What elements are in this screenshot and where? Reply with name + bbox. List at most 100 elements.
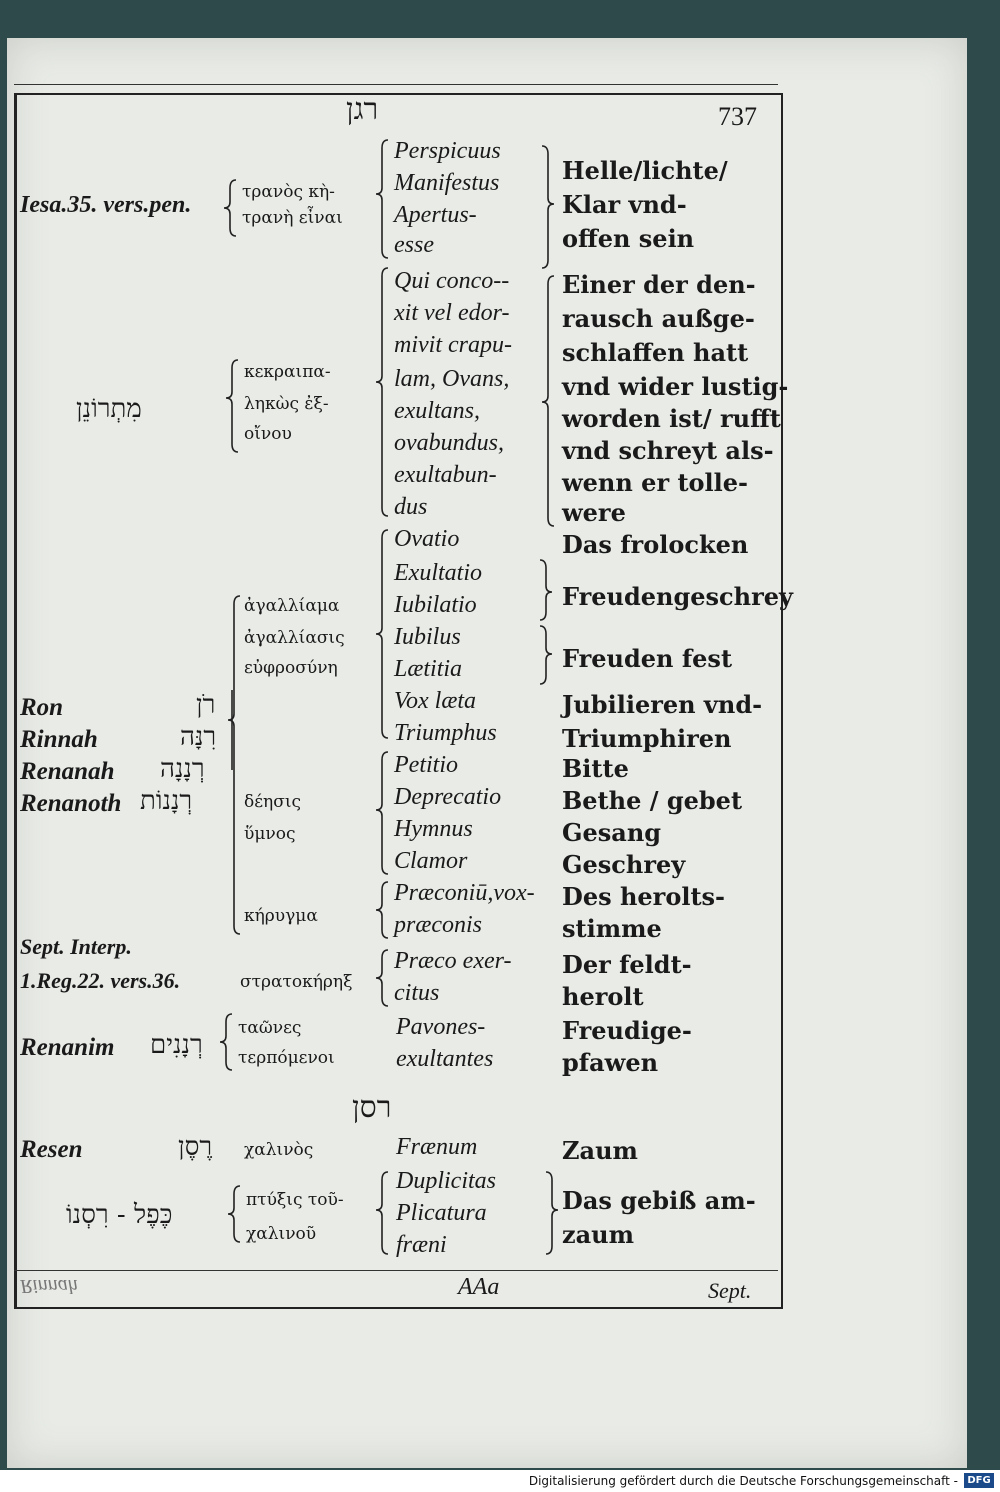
greek-term: τρανὴ εἶναι xyxy=(242,208,343,228)
greek-term: χαλινοῦ xyxy=(246,1224,317,1244)
greek-term: οἴνου xyxy=(244,424,292,444)
latin-term: Perspicuus xyxy=(394,138,501,164)
ref-isaiah: Iesa.35. vers.pen. xyxy=(20,192,192,218)
german-term: Freuden fest xyxy=(562,644,733,673)
credit-text: Digitalisierung gefördert durch die Deut… xyxy=(528,1474,958,1488)
german-term: Jubilieren vnd- xyxy=(562,690,763,719)
latin-term: Duplicitas xyxy=(396,1168,496,1194)
german-term: worden ist/ rufft xyxy=(562,404,781,433)
german-term: herolt xyxy=(562,982,644,1011)
latin-term: Iubilus xyxy=(394,624,461,650)
german-term: zaum xyxy=(562,1220,635,1249)
greek-term: εὐφροσύνη xyxy=(244,658,338,678)
german-term: wenn er tolle- xyxy=(562,468,749,497)
german-term: Gesang xyxy=(562,818,662,847)
credit-bar: Digitalisierung gefördert durch die Deut… xyxy=(0,1470,1000,1492)
latin-term: xit vel edor- xyxy=(394,300,510,326)
latin-term: Petitio xyxy=(394,752,458,778)
ref-kings: 1.Reg.22. vers.36. xyxy=(20,968,181,993)
latin-term: lam, Ovans, xyxy=(394,366,510,392)
hebrew-headword: רְנָנָה xyxy=(160,754,205,784)
signature-mark: AAa xyxy=(458,1274,500,1300)
latin-term: Exultatio xyxy=(394,560,482,586)
german-term: Helle/lichte/ xyxy=(562,156,728,185)
transliteration: Renanah xyxy=(20,758,115,785)
latin-term: Iubilatio xyxy=(394,592,477,618)
german-term: Bethe / gebet xyxy=(562,786,743,815)
hebrew-headword: רֹן xyxy=(196,690,216,720)
latin-term: Manifestus xyxy=(394,170,500,196)
german-term: Das gebiß am- xyxy=(562,1186,756,1215)
german-term: stimme xyxy=(562,914,662,943)
greek-term: κεκραιπα- xyxy=(244,362,331,382)
german-term: Bitte xyxy=(562,754,629,783)
german-term: Einer der den- xyxy=(562,270,756,299)
greek-term: ταῶνες xyxy=(238,1018,302,1038)
german-term: vnd wider lustig- xyxy=(562,372,789,401)
greek-term: πτύξις τοῦ- xyxy=(246,1190,344,1210)
greek-term: ἀγαλλίαμα xyxy=(244,596,340,616)
page-number: 737 xyxy=(718,102,757,131)
german-term: vnd schreyt als- xyxy=(562,436,774,465)
german-term: Freudengeschrey xyxy=(562,582,793,611)
greek-term: ληκὼς ἐξ- xyxy=(244,394,329,414)
german-term: Zaum xyxy=(562,1136,638,1165)
greek-term: χαλινὸς xyxy=(244,1140,314,1160)
latin-term: Deprecatio xyxy=(394,784,502,810)
german-term: rausch außge- xyxy=(562,304,755,333)
latin-term: mivit crapu- xyxy=(394,332,512,358)
german-term: Triumphiren xyxy=(562,724,732,753)
german-term: Das frolocken xyxy=(562,530,749,559)
latin-term: Lætitia xyxy=(394,656,463,682)
german-term: were xyxy=(562,498,626,527)
german-term: Des herolts- xyxy=(562,882,725,911)
latin-term: Triumphus xyxy=(394,720,497,746)
latin-term: Clamor xyxy=(394,848,468,874)
latin-term: præconis xyxy=(394,912,483,938)
latin-term: exultabun- xyxy=(394,462,497,488)
transliteration: Ron xyxy=(20,694,64,721)
transliteration: Renanoth xyxy=(20,790,122,817)
german-term: pfawen xyxy=(562,1048,659,1077)
latin-term: esse xyxy=(394,232,434,258)
transliteration: Rinnah xyxy=(20,726,98,753)
german-term: Klar vnd- xyxy=(562,190,687,219)
catchword: Sept. xyxy=(708,1278,752,1303)
latin-term: Vox læta xyxy=(394,688,476,714)
transliteration: Renanim xyxy=(20,1034,115,1061)
latin-term: Præconiū,vox- xyxy=(394,880,535,906)
german-term: Freudige- xyxy=(562,1016,692,1045)
german-term: offen sein xyxy=(562,224,695,253)
latin-term: Pavones- xyxy=(396,1014,486,1040)
latin-term: exultantes xyxy=(396,1046,494,1072)
latin-term: Apertus- xyxy=(394,202,477,228)
latin-term: Hymnus xyxy=(394,816,473,842)
hebrew-headword: מִתְרוֹנֵן xyxy=(76,394,142,424)
greek-term: ἀγαλλίασις xyxy=(244,628,345,648)
greek-term: τρανὸς κὴ- xyxy=(242,182,335,202)
hebrew-headword: רִנָּה xyxy=(180,722,217,752)
latin-term: Præco exer- xyxy=(394,948,512,974)
dfg-logo: DFG xyxy=(964,1473,994,1488)
german-term: Geschrey xyxy=(562,850,686,879)
footer-rule xyxy=(14,1270,778,1271)
ref-septuagint: Sept. Interp. xyxy=(20,934,132,959)
greek-term: κήρυγμα xyxy=(244,906,318,926)
section-heading: רסן xyxy=(352,1090,392,1125)
latin-term: Frænum xyxy=(396,1134,478,1160)
page-frame xyxy=(14,93,783,1309)
greek-term: ὕμνος xyxy=(244,824,296,844)
latin-term: Qui conco-- xyxy=(394,268,510,294)
greek-term: τερπόμενοι xyxy=(238,1048,335,1068)
latin-term: Ovatio xyxy=(394,526,460,552)
greek-term: δέησις xyxy=(244,792,302,812)
greek-term: στρατοκήρηξ xyxy=(240,972,353,992)
hebrew-headword: כֶּפֶל - רִסְנוֹ xyxy=(66,1200,173,1230)
hebrew-headword: רְנָנוֹת xyxy=(140,786,193,816)
german-term: schlaffen hatt xyxy=(562,338,749,367)
latin-term: ovabundus, xyxy=(394,430,504,456)
latin-term: fræni xyxy=(396,1232,447,1258)
header-rule xyxy=(14,84,778,85)
latin-term: dus xyxy=(394,494,428,520)
